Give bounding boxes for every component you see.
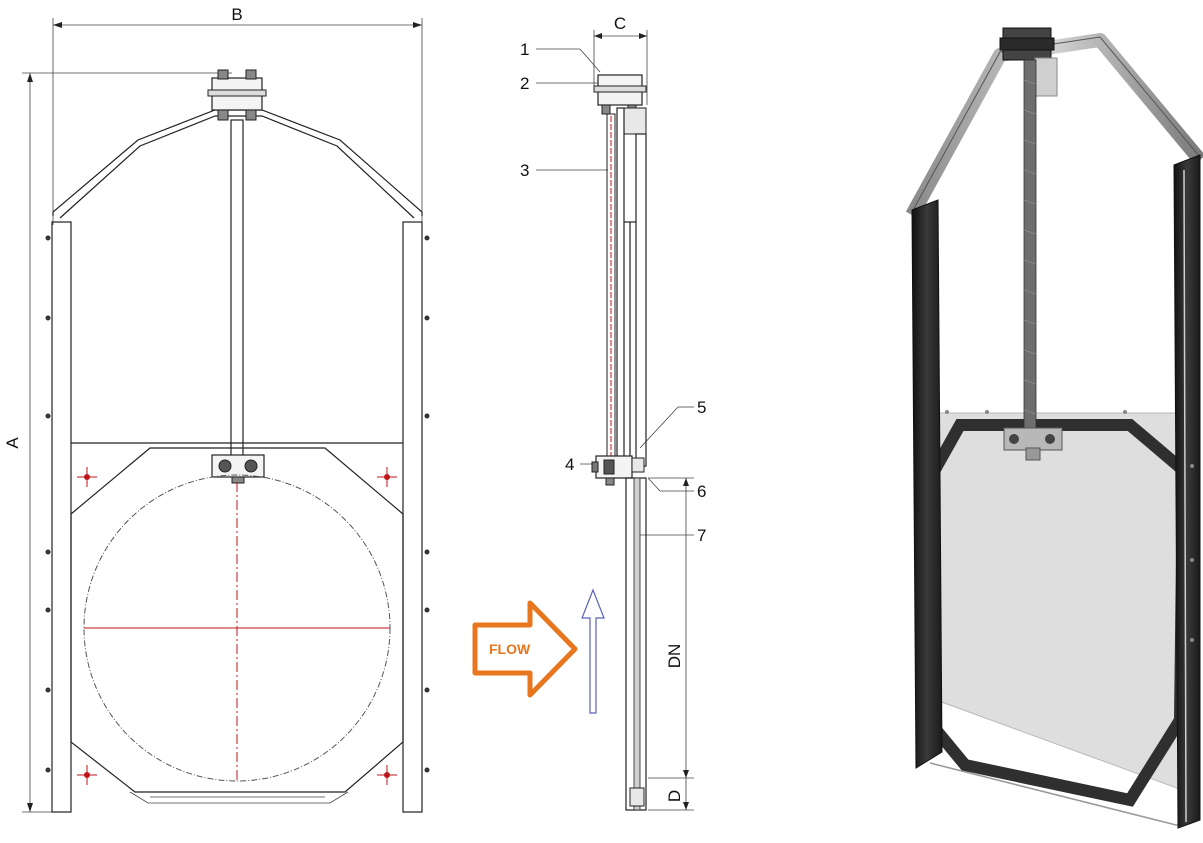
callout-4: 4 bbox=[565, 455, 574, 474]
front-view: B A bbox=[3, 5, 430, 813]
render-plate bbox=[929, 412, 1197, 796]
opening-direction-arrow bbox=[581, 588, 605, 714]
render-left-rail bbox=[911, 199, 943, 769]
callouts: 1 2 3 4 5 6 7 bbox=[520, 40, 706, 545]
side-bottom-block bbox=[629, 787, 645, 807]
dimension-d-label: D bbox=[665, 790, 684, 802]
yoke bbox=[52, 109, 423, 219]
dimension-dn-label: DN bbox=[665, 644, 684, 669]
dimension-a-label: A bbox=[3, 437, 22, 449]
callout-2: 2 bbox=[520, 74, 529, 93]
side-frame-upper bbox=[616, 107, 625, 467]
actuator-head bbox=[207, 69, 267, 121]
render-coupling bbox=[1003, 427, 1063, 461]
render-actuator bbox=[999, 27, 1058, 97]
dimension-dn: DN bbox=[648, 477, 694, 779]
render-view bbox=[905, 27, 1203, 829]
left-rail bbox=[51, 221, 72, 813]
dimension-c: C bbox=[593, 14, 648, 105]
dimension-c-label: C bbox=[614, 14, 626, 33]
callout-7: 7 bbox=[697, 526, 706, 545]
stem bbox=[230, 119, 244, 461]
render-plate-bolts bbox=[945, 410, 1194, 642]
dimension-d: D bbox=[648, 778, 694, 811]
stem-coupling bbox=[211, 454, 265, 484]
plate-bottom bbox=[129, 791, 349, 804]
dimension-a: A bbox=[3, 72, 232, 813]
callout-5: 5 bbox=[697, 398, 706, 417]
side-view: C 1 2 3 4 5 6 7 bbox=[472, 14, 706, 811]
callout-3: 3 bbox=[520, 161, 529, 180]
side-upper-block bbox=[623, 107, 647, 135]
side-coupling bbox=[591, 455, 645, 486]
side-seal bbox=[633, 477, 641, 811]
flow-label: FLOW bbox=[489, 641, 531, 657]
right-rail bbox=[402, 221, 423, 813]
render-stem-thread bbox=[1023, 79, 1037, 415]
rail-bolts bbox=[45, 235, 430, 773]
gate-plate bbox=[70, 447, 404, 793]
flow-arrow: FLOW bbox=[472, 600, 578, 698]
anchor-holes bbox=[77, 467, 397, 785]
dimension-b: B bbox=[52, 5, 423, 225]
render-right-rail bbox=[1173, 154, 1201, 829]
callout-6: 6 bbox=[697, 482, 706, 501]
render-stem bbox=[1023, 59, 1037, 431]
side-frame-outer bbox=[635, 133, 647, 467]
dimension-b-label: B bbox=[231, 5, 242, 24]
render-right-rail-highlight bbox=[1183, 169, 1187, 823]
callout-1: 1 bbox=[520, 40, 529, 59]
